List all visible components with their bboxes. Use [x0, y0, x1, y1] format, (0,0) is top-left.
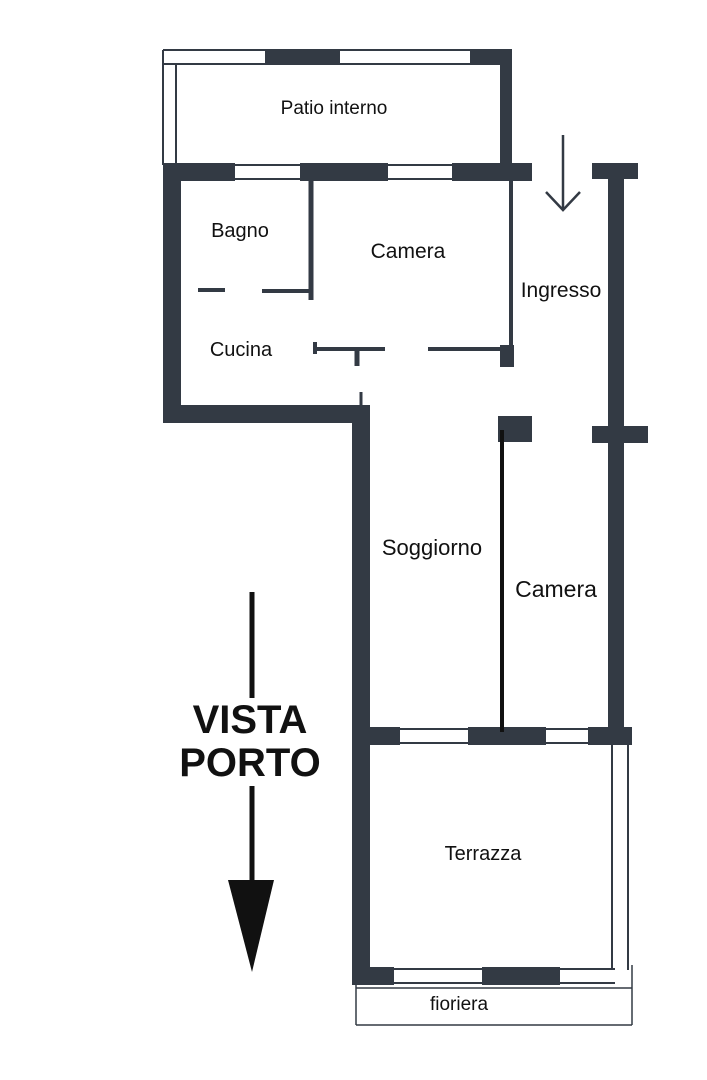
patio-wall-segment	[265, 49, 340, 65]
room-label-patio-interno: Patio interno	[281, 98, 388, 119]
wall	[608, 163, 624, 745]
wall	[163, 405, 369, 423]
room-label-bagno: Bagno	[211, 220, 269, 242]
wall	[588, 727, 632, 745]
room-label-terrazza: Terrazza	[445, 843, 523, 865]
room-label-camera-1: Camera	[371, 240, 446, 263]
room-label-fioriera: fioriera	[430, 994, 489, 1015]
room-label-cucina: Cucina	[210, 339, 273, 361]
wall	[592, 163, 638, 179]
wall	[592, 426, 648, 443]
patio-wall-segment	[470, 49, 512, 65]
view-label-line-2: PORTO	[179, 741, 321, 785]
patio-enclosure	[162, 49, 512, 175]
wall	[352, 967, 394, 985]
entrance-arrow-icon	[545, 135, 581, 212]
view-label-line-1: VISTA	[193, 698, 308, 742]
partitions	[163, 178, 614, 732]
terrace-lines	[355, 745, 633, 1026]
wall	[300, 163, 388, 181]
wall	[452, 163, 532, 181]
wall	[468, 727, 546, 745]
wall	[352, 405, 370, 985]
windows	[235, 164, 615, 984]
wall	[352, 727, 400, 745]
wall	[482, 967, 560, 985]
view-direction-arrow-icon	[228, 592, 274, 972]
room-label-soggiorno: Soggiorno	[382, 535, 482, 560]
room-label-ingresso: Ingresso	[521, 279, 602, 302]
room-label-camera-2: Camera	[515, 576, 597, 602]
